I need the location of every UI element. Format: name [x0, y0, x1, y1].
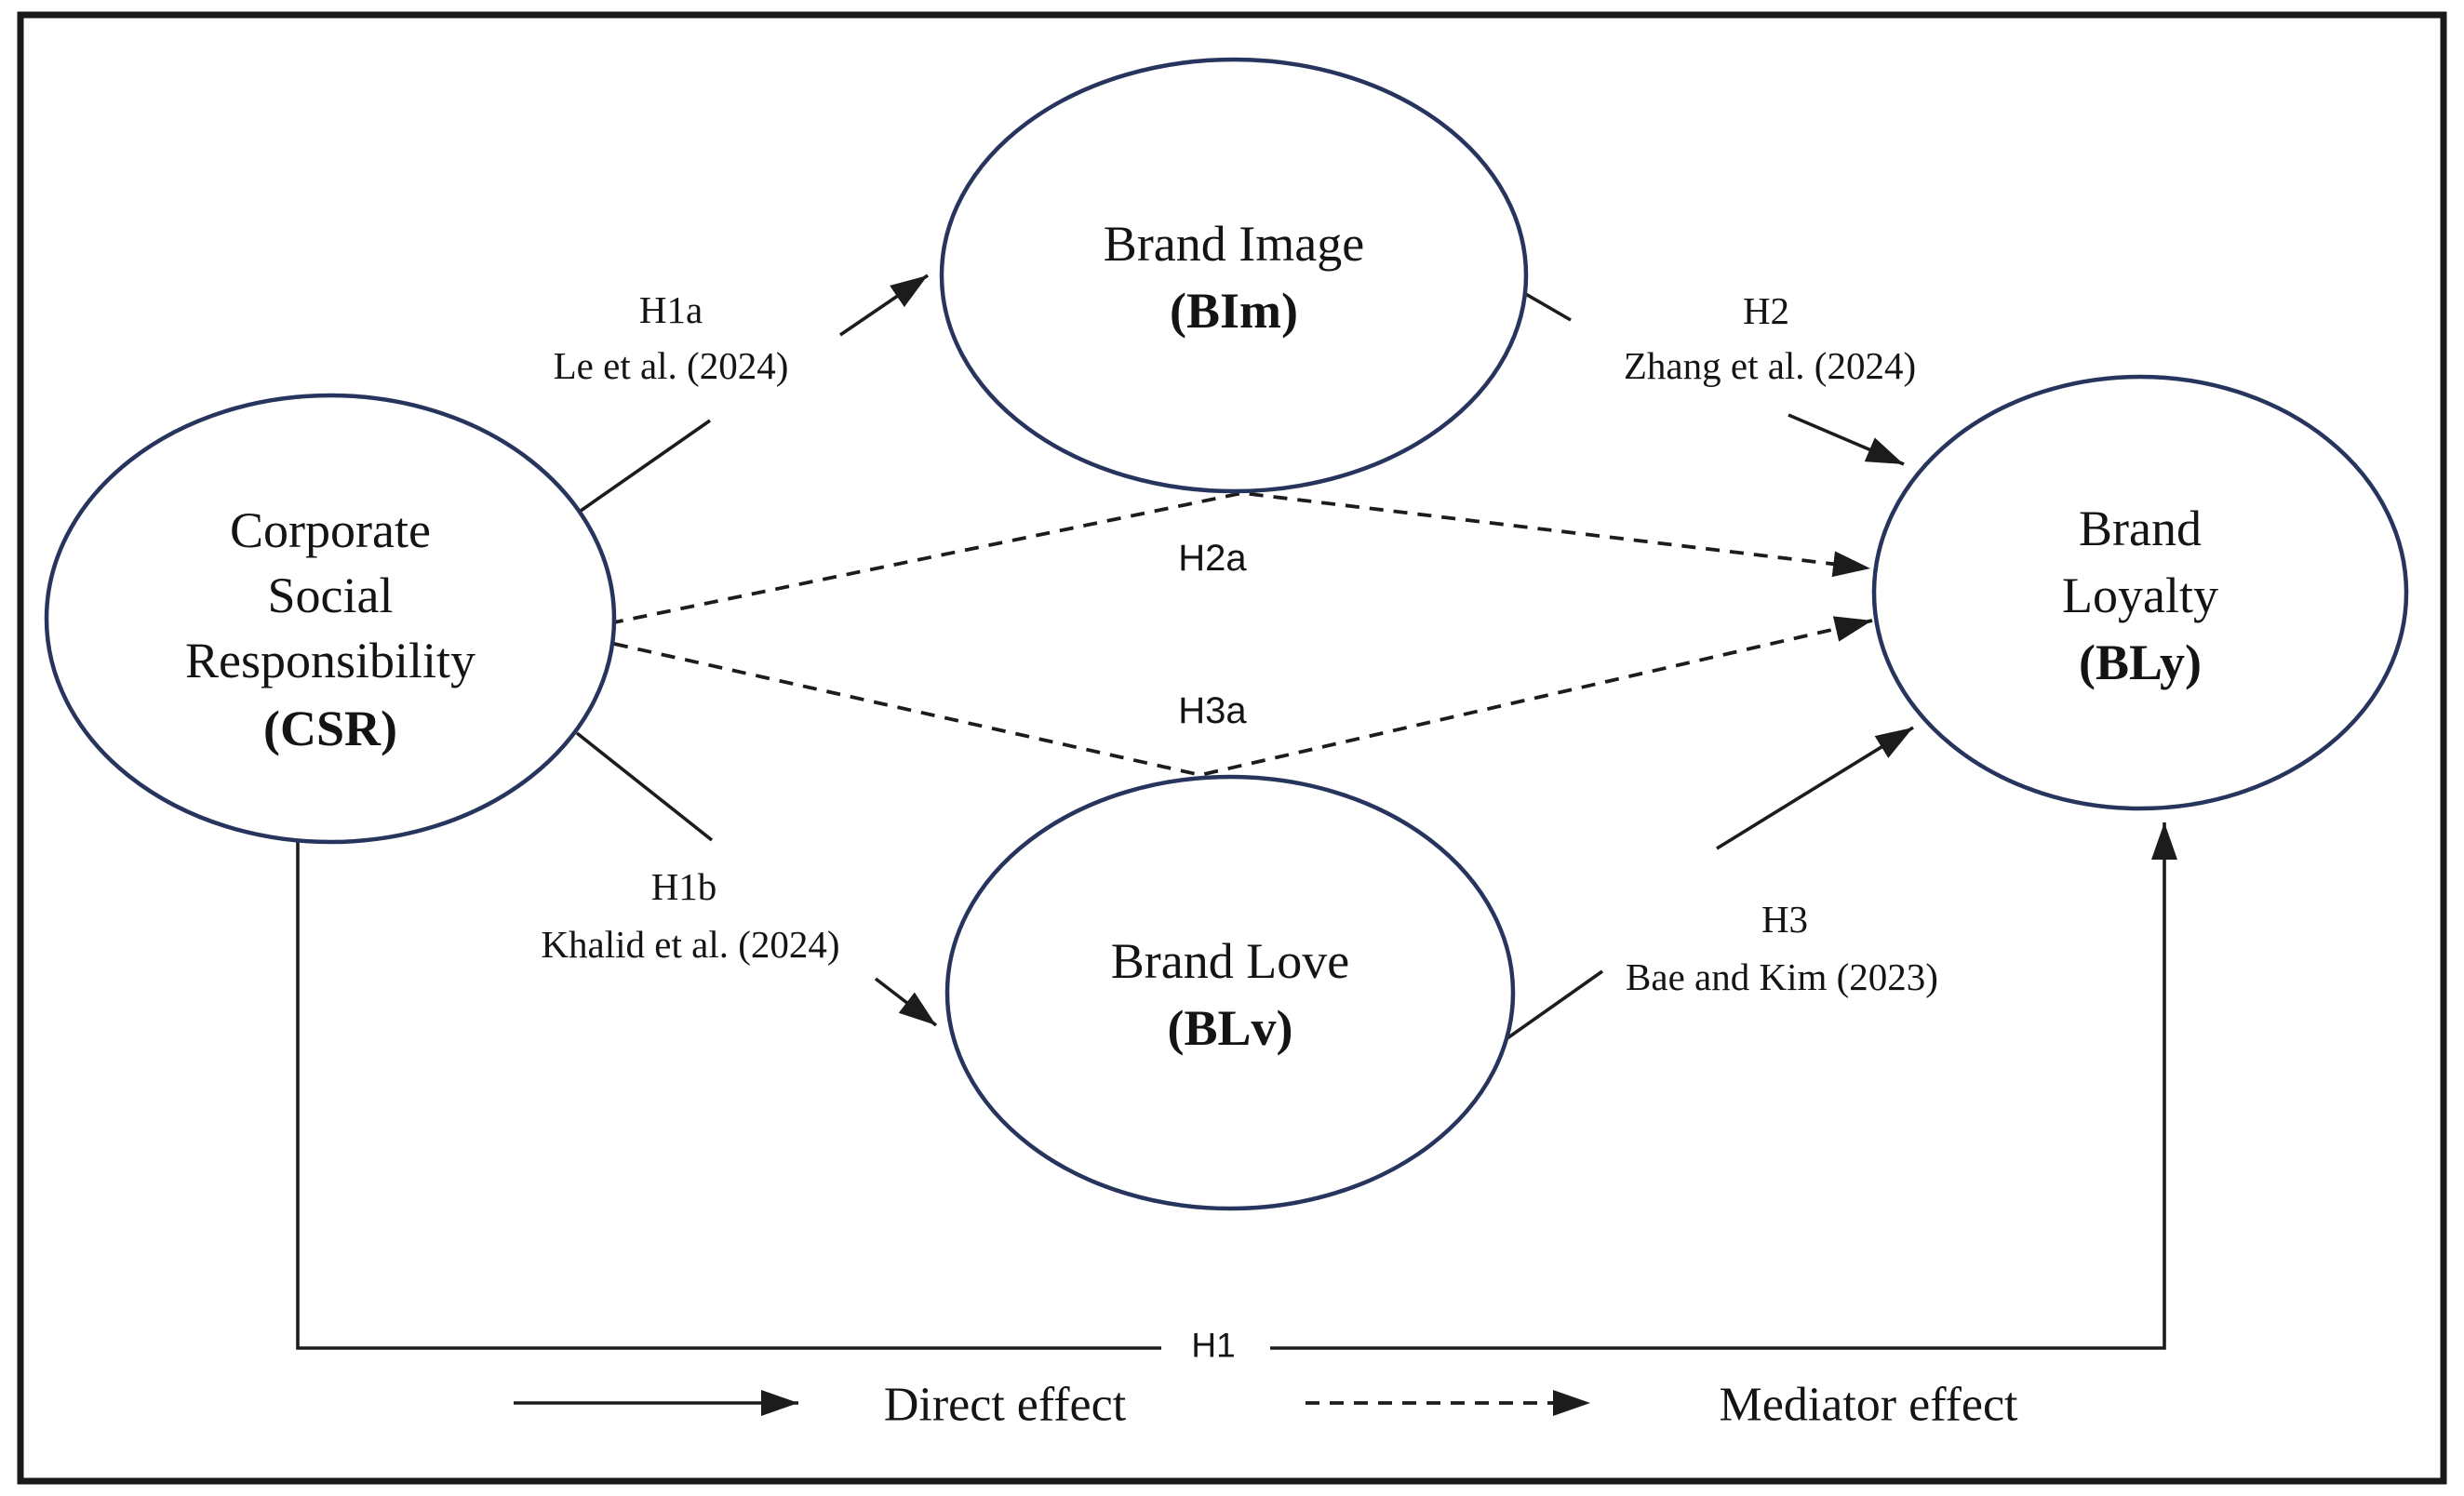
h1-path-left	[296, 840, 1161, 1350]
h1b-line-segment	[575, 731, 714, 842]
svg-text:Brand Image: Brand Image	[1104, 216, 1364, 272]
brand-loyalty-abbr: (BLy)	[2079, 634, 2202, 690]
brand-image-ellipse	[939, 57, 1529, 494]
brand-image-label: Brand Image (BIm)	[1104, 216, 1364, 339]
svg-text:Brand: Brand	[2079, 501, 2202, 556]
svg-text:Loyalty: Loyalty	[2062, 568, 2218, 623]
brand-loyalty-label: Brand Loyalty (BLy)	[2062, 501, 2218, 690]
h2a-dashed-arrow	[609, 491, 1871, 625]
brand-love-abbr: (BLv)	[1168, 1000, 1293, 1056]
h2-label: H2	[1743, 289, 1789, 332]
diagram-border	[17, 11, 2447, 1485]
brand-love-ellipse	[944, 774, 1516, 1211]
h1a-arrow	[838, 274, 930, 337]
h1b-citation: Khalid et al. (2024)	[541, 923, 839, 966]
svg-text:Social: Social	[268, 568, 394, 623]
h1-label: H1	[1191, 1327, 1235, 1365]
h2-citation: Zhang et al. (2024)	[1624, 344, 1916, 387]
h1a-citation: Le et al. (2024)	[554, 344, 789, 387]
h2a-label: H2a	[1178, 538, 1247, 579]
legend-direct-label: Direct effect	[884, 1379, 1127, 1432]
brand-loyalty-ellipse	[1871, 374, 2409, 811]
brand-image-abbr: (BIm)	[1170, 283, 1298, 339]
h3a-label: H3a	[1178, 690, 1247, 731]
h1a-line-segment	[569, 419, 712, 519]
h3a-dashed-arrow	[613, 616, 1873, 777]
csr-abbr: (CSR)	[263, 701, 397, 756]
svg-text:Corporate: Corporate	[230, 502, 431, 558]
csr-label: Corporate Social Responsibility (CSR)	[185, 502, 475, 756]
h1a-label: H1a	[639, 288, 703, 331]
svg-text:Responsibility: Responsibility	[185, 633, 475, 688]
h3-citation: Bae and Kim (2023)	[1626, 955, 1938, 998]
h1b-label: H1b	[651, 865, 717, 908]
h3-label: H3	[1761, 898, 1808, 941]
h2-arrow	[1788, 413, 1905, 466]
csr-ellipse	[44, 393, 617, 845]
svg-text:Brand Love: Brand Love	[1111, 933, 1349, 989]
h3-arrow	[1716, 726, 1914, 850]
brand-love-label: Brand Love (BLv)	[1111, 933, 1349, 1056]
h1b-arrow	[874, 977, 938, 1027]
legend-mediator-label: Mediator effect	[1720, 1379, 2019, 1432]
legend: Direct effect Mediator effect	[514, 1379, 2018, 1432]
h1-path-right-arrow	[1270, 822, 2177, 1350]
